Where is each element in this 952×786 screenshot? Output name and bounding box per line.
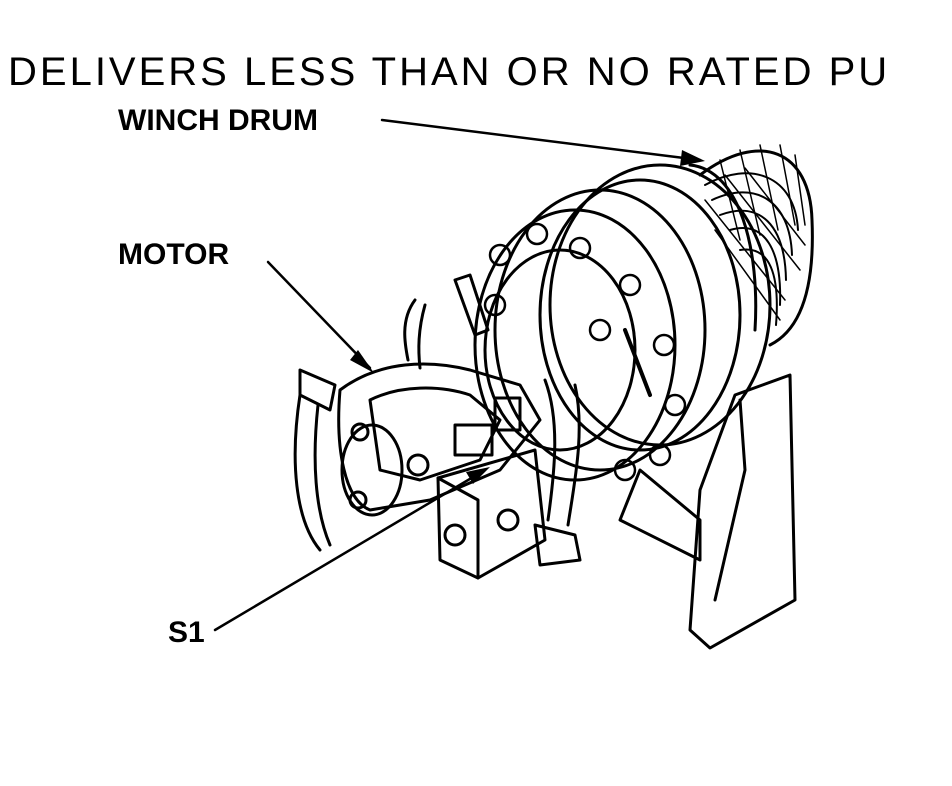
support-bracket bbox=[618, 373, 797, 650]
hydraulic-hoses bbox=[293, 273, 652, 567]
arrowhead-winch-drum bbox=[680, 150, 705, 166]
valve-manifold bbox=[436, 396, 547, 580]
heading-text: DELIVERS LESS THAN OR NO RATED PU bbox=[8, 50, 891, 94]
leader-s1 bbox=[213, 468, 487, 632]
motor-label: MOTOR bbox=[118, 238, 230, 271]
arrowhead-s1 bbox=[466, 467, 490, 484]
arrowhead-motor bbox=[350, 350, 374, 373]
leader-winch-drum bbox=[380, 118, 702, 162]
s1-label: S1 bbox=[168, 616, 205, 649]
flange-bolts bbox=[483, 222, 687, 482]
leader-motor bbox=[266, 260, 372, 370]
leader-arrowheads bbox=[350, 150, 705, 484]
leader-lines bbox=[213, 118, 702, 632]
hydraulic-motor bbox=[337, 362, 542, 517]
winch-drum-label: WINCH DRUM bbox=[118, 104, 318, 137]
